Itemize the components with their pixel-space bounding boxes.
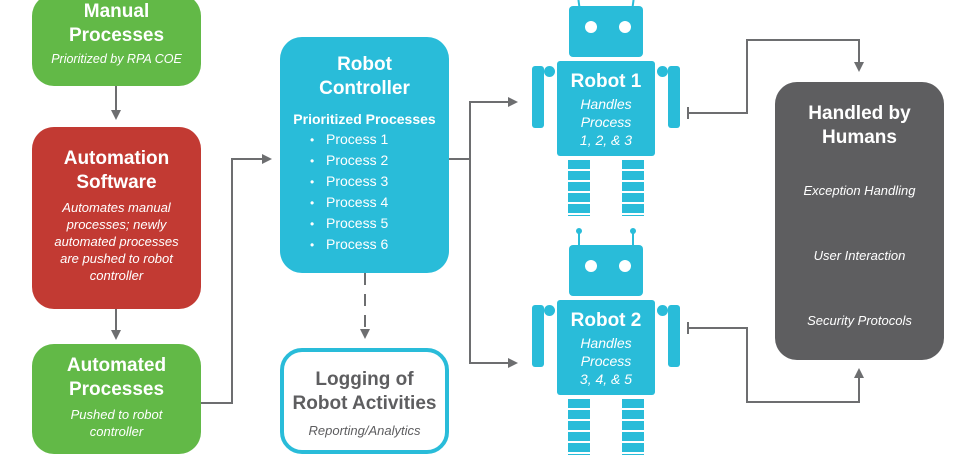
antenna-stem	[632, 233, 634, 247]
humans-item: Exception Handling	[803, 183, 916, 198]
robot-eye-icon	[585, 260, 597, 272]
robot-shoulder-left	[544, 305, 555, 316]
antenna-stem	[578, 233, 580, 247]
robot-arm-right	[668, 66, 680, 128]
process-item: •Process 2	[310, 152, 389, 168]
arrow-robot1-to-humans	[688, 39, 864, 114]
robot-shoulder-right	[657, 66, 668, 77]
automation-software-description: Automates manual processes; newly automa…	[54, 200, 179, 283]
robot-leg-right	[622, 160, 644, 216]
robot-arm-left	[532, 305, 544, 367]
robot-head	[569, 6, 643, 57]
process-item: •Process 6	[310, 236, 389, 252]
process-item: •Process 1	[310, 131, 389, 147]
robot-leg-left	[568, 399, 590, 455]
humans-item: Security Protocols	[807, 313, 912, 328]
robot-shoulder-right	[657, 305, 668, 316]
arrow-robot2-to-humans	[688, 327, 864, 403]
arrow-controller-to-robot1	[449, 97, 518, 160]
robot-name: Robot 2	[570, 310, 642, 331]
robot-arm-left	[532, 66, 544, 128]
humans-item: User Interaction	[813, 248, 906, 263]
robot-shoulder-left	[544, 66, 555, 77]
robot-arm-right	[668, 305, 680, 367]
robot-leg-left	[568, 160, 590, 216]
robot-head	[569, 245, 643, 296]
robot-name: Robot 1	[570, 71, 642, 92]
process-item: •Process 4	[310, 194, 389, 210]
logging-subtitle: Reporting/Analytics	[308, 423, 421, 438]
antenna-icon	[630, 228, 636, 234]
robot-eye-icon	[585, 21, 597, 33]
robot-eye-icon	[619, 21, 631, 33]
process-item: •Process 3	[310, 173, 389, 189]
automated-processes-description: Pushed to robot controller	[70, 407, 163, 439]
manual-processes-subtitle: Prioritized by RPA COE	[51, 52, 182, 66]
robot-leg-right	[622, 399, 644, 455]
arrow-controller-to-robot2	[469, 159, 518, 368]
arrow-automated-to-controller	[201, 154, 272, 404]
process-list: •Process 1 •Process 2 •Process 3 •Proces…	[310, 129, 449, 255]
robot-eye-icon	[619, 260, 631, 272]
antenna-icon	[576, 228, 582, 234]
process-item: •Process 5	[310, 215, 389, 231]
prioritized-processes-heading: Prioritized Processes	[293, 111, 436, 127]
